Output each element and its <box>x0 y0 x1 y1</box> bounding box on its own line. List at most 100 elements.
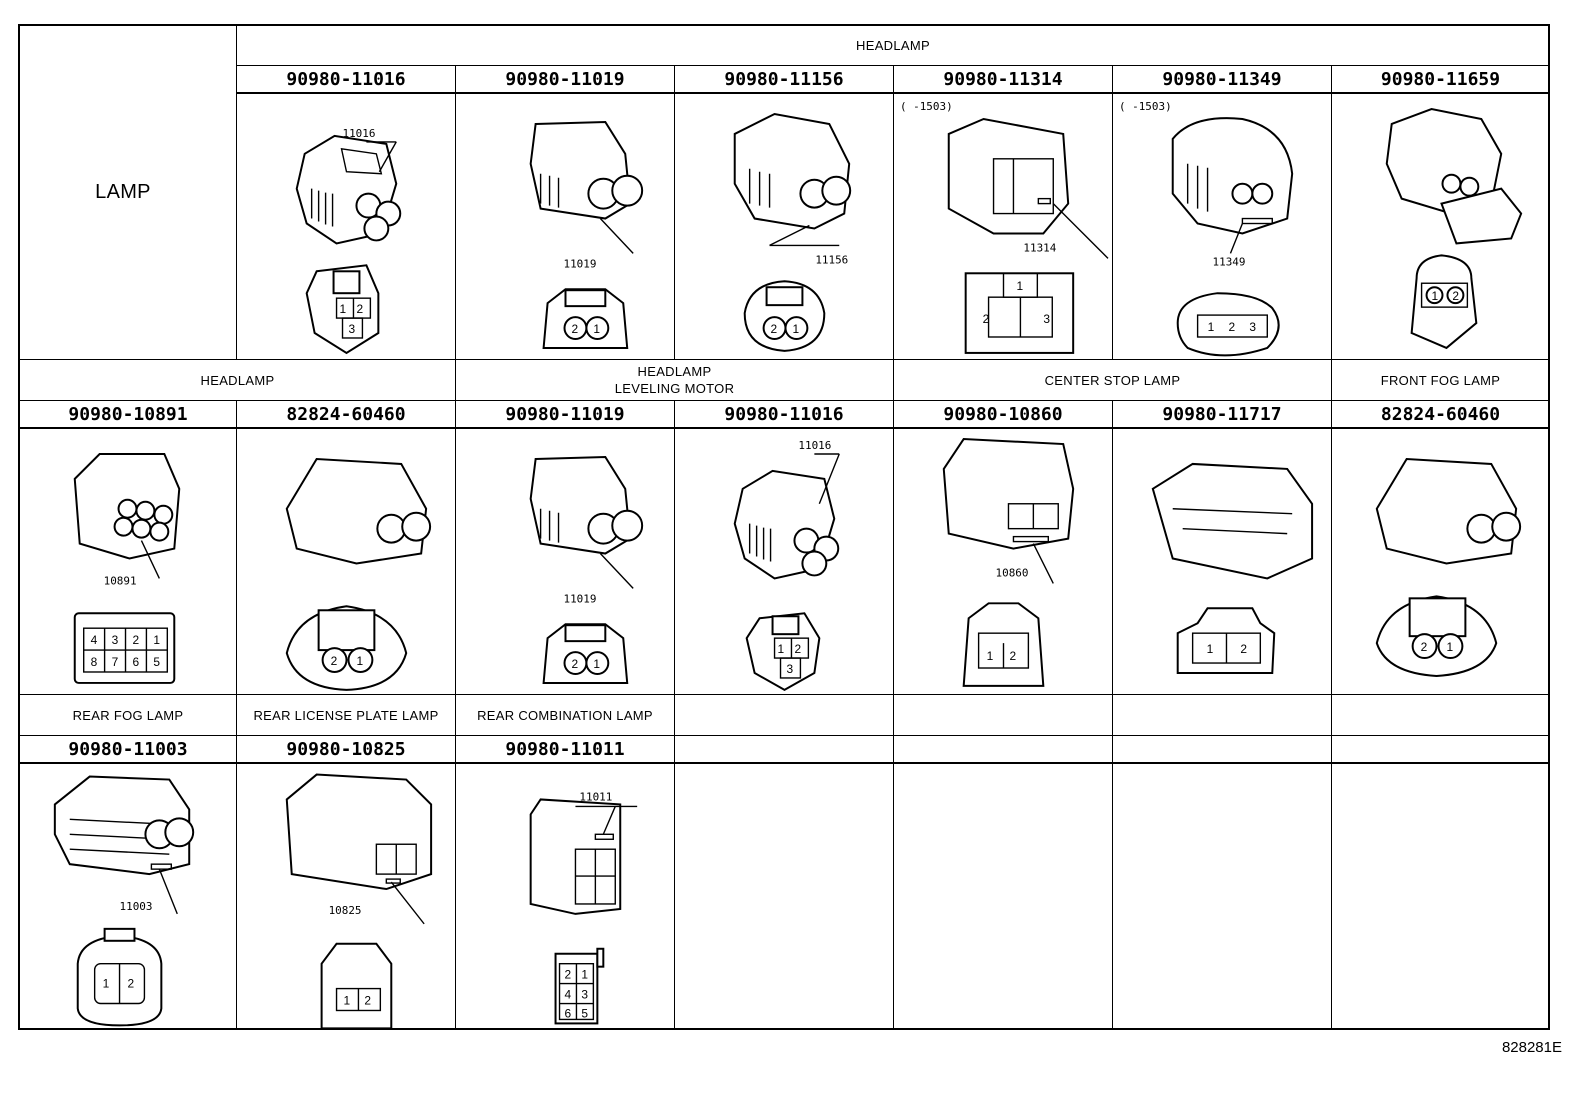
connector-table: LAMP HEADLAMP 90980-11016 90980-11019 90… <box>18 24 1550 1030</box>
pin-number: 2 <box>565 968 572 982</box>
connector-drawing-11016: 11016 1 2 3 <box>675 429 894 695</box>
pin-number: 1 <box>1432 289 1439 303</box>
pin-number: 1 <box>103 977 110 991</box>
pin-number: 6 <box>132 655 139 669</box>
callout-label: 11003 <box>120 900 153 913</box>
connector-drawing-82824-60460: 2 1 <box>1332 429 1550 695</box>
callout-label: 11314 <box>1023 241 1056 254</box>
connector-drawing-11016: 11016 1 2 3 <box>237 94 456 360</box>
part-number: 82824-60460 <box>237 401 456 429</box>
part-number: 90980-10860 <box>894 401 1113 429</box>
connector-drawing-10860: 10860 1 2 <box>894 429 1113 695</box>
pin-number: 1 <box>1207 642 1214 656</box>
part-number: 90980-11016 <box>675 401 894 429</box>
connector-drawing-11659: 1 2 <box>1332 94 1550 360</box>
empty-header <box>675 695 894 736</box>
part-number: 90980-10825 <box>237 736 456 764</box>
callout-label: 11019 <box>564 257 597 270</box>
part-number: 90980-11011 <box>456 736 675 764</box>
row3-header-rear-fog-lamp: REAR FOG LAMP <box>20 695 237 736</box>
row2-header-front-fog-lamp: FRONT FOG LAMP <box>1332 360 1550 401</box>
pin-number: 6 <box>565 1006 572 1020</box>
connector-drawing-11019: 11019 2 1 <box>456 94 675 360</box>
empty-cell <box>1332 764 1550 1030</box>
part-number: 90980-11659 <box>1332 66 1550 94</box>
pin-number: 3 <box>348 322 355 336</box>
pin-number: 2 <box>794 642 801 656</box>
callout-label: 11349 <box>1213 255 1246 268</box>
empty-cell <box>675 764 894 1030</box>
connector-drawing-11349: ( -1503) 11349 1 2 3 <box>1113 94 1332 360</box>
pin-number: 1 <box>356 654 363 668</box>
part-number: 90980-11314 <box>894 66 1113 94</box>
row2-header-leveling-motor: HEADLAMP LEVELING MOTOR <box>456 360 894 401</box>
pin-number: 2 <box>128 977 135 991</box>
pin-number: 2 <box>983 312 990 326</box>
callout-label: 11019 <box>564 592 597 605</box>
callout-label: 10860 <box>996 566 1029 579</box>
row1-header: HEADLAMP <box>237 26 1550 66</box>
pin-number: 7 <box>112 655 119 669</box>
connector-drawing-11019: 11019 2 1 <box>456 429 675 695</box>
pin-number: 4 <box>91 633 98 647</box>
pin-number: 1 <box>1446 640 1453 654</box>
pin-number: 3 <box>581 988 588 1002</box>
empty-part-number <box>894 736 1113 764</box>
callout-label: 11016 <box>343 127 376 140</box>
note-label: ( -1503) <box>900 100 953 113</box>
connector-drawing-11314: ( -1503) 11314 1 2 3 <box>894 94 1113 360</box>
row2-header-headlamp: HEADLAMP <box>20 360 456 401</box>
connector-drawing-10825: 10825 1 2 <box>237 764 456 1030</box>
pin-number: 3 <box>112 633 119 647</box>
pin-number: 2 <box>356 302 363 316</box>
connector-drawing-10891: 10891 4 3 2 1 8 7 6 5 <box>20 429 237 695</box>
headlamp-header: HEADLAMP <box>856 38 930 53</box>
part-number: 90980-11019 <box>456 66 675 94</box>
pin-number: 1 <box>340 302 347 316</box>
pin-number: 2 <box>571 657 578 671</box>
part-number: 82824-60460 <box>1332 401 1550 429</box>
pin-number: 3 <box>786 662 793 676</box>
pin-number: 1 <box>153 633 160 647</box>
pin-number: 4 <box>565 988 572 1002</box>
pin-number: 2 <box>771 322 778 336</box>
pin-number: 2 <box>132 633 139 647</box>
empty-part-number <box>675 736 894 764</box>
row2-header-center-stop-lamp: CENTER STOP LAMP <box>894 360 1332 401</box>
pin-number: 2 <box>1421 640 1428 654</box>
part-number: 90980-11349 <box>1113 66 1332 94</box>
connector-drawing-82824-60460: 2 1 <box>237 429 456 695</box>
pin-number: 1 <box>1208 320 1215 334</box>
part-number: 90980-11016 <box>237 66 456 94</box>
pin-number: 1 <box>581 968 588 982</box>
pin-number: 2 <box>1452 289 1459 303</box>
empty-part-number <box>1332 736 1550 764</box>
diagram-id: 828281E <box>1501 1039 1562 1056</box>
pin-number: 3 <box>1043 312 1050 326</box>
row3-header-rear-license-plate-lamp: REAR LICENSE PLATE LAMP <box>237 695 456 736</box>
callout-label: 10891 <box>104 574 137 587</box>
note-label: ( -1503) <box>1119 100 1172 113</box>
part-number: 90980-11003 <box>20 736 237 764</box>
pin-number: 1 <box>792 322 799 336</box>
part-number: 90980-11156 <box>675 66 894 94</box>
connector-drawing-11717: 1 2 <box>1113 429 1332 695</box>
pin-number: 1 <box>593 322 600 336</box>
empty-header <box>1113 695 1332 736</box>
empty-cell <box>894 764 1113 1030</box>
pin-number: 1 <box>344 994 351 1008</box>
connector-drawing-11003: 11003 1 2 <box>20 764 237 1030</box>
pin-number: 5 <box>581 1006 588 1020</box>
pin-number: 1 <box>987 649 994 663</box>
pin-number: 1 <box>1016 279 1023 293</box>
callout-label: 11011 <box>579 790 612 803</box>
empty-header <box>1332 695 1550 736</box>
row3-header-rear-combination-lamp: REAR COMBINATION LAMP <box>456 695 675 736</box>
pin-number: 1 <box>593 657 600 671</box>
lamp-label: LAMP <box>95 181 151 203</box>
empty-cell <box>1113 764 1332 1030</box>
connector-drawing-11011: 11011 2 1 4 3 6 5 <box>456 764 675 1030</box>
pin-number: 5 <box>153 655 160 669</box>
pin-number: 2 <box>364 994 371 1008</box>
pin-number: 2 <box>571 322 578 336</box>
